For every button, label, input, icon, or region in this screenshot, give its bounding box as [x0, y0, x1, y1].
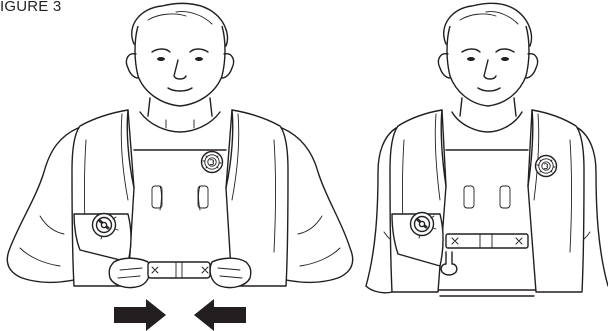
- manufacturer-seal-icon: [536, 156, 557, 177]
- buckle: [446, 234, 528, 248]
- right-head: [447, 26, 529, 106]
- arrow-left-icon: [194, 299, 246, 331]
- left-panel: [7, 3, 352, 331]
- pull-tab-icon: [441, 252, 457, 275]
- right-panel: [366, 3, 608, 296]
- buckle: [148, 262, 210, 278]
- arrow-right-icon: [114, 299, 166, 331]
- manufacturer-seal-icon: [202, 152, 223, 173]
- left-head: [135, 26, 225, 106]
